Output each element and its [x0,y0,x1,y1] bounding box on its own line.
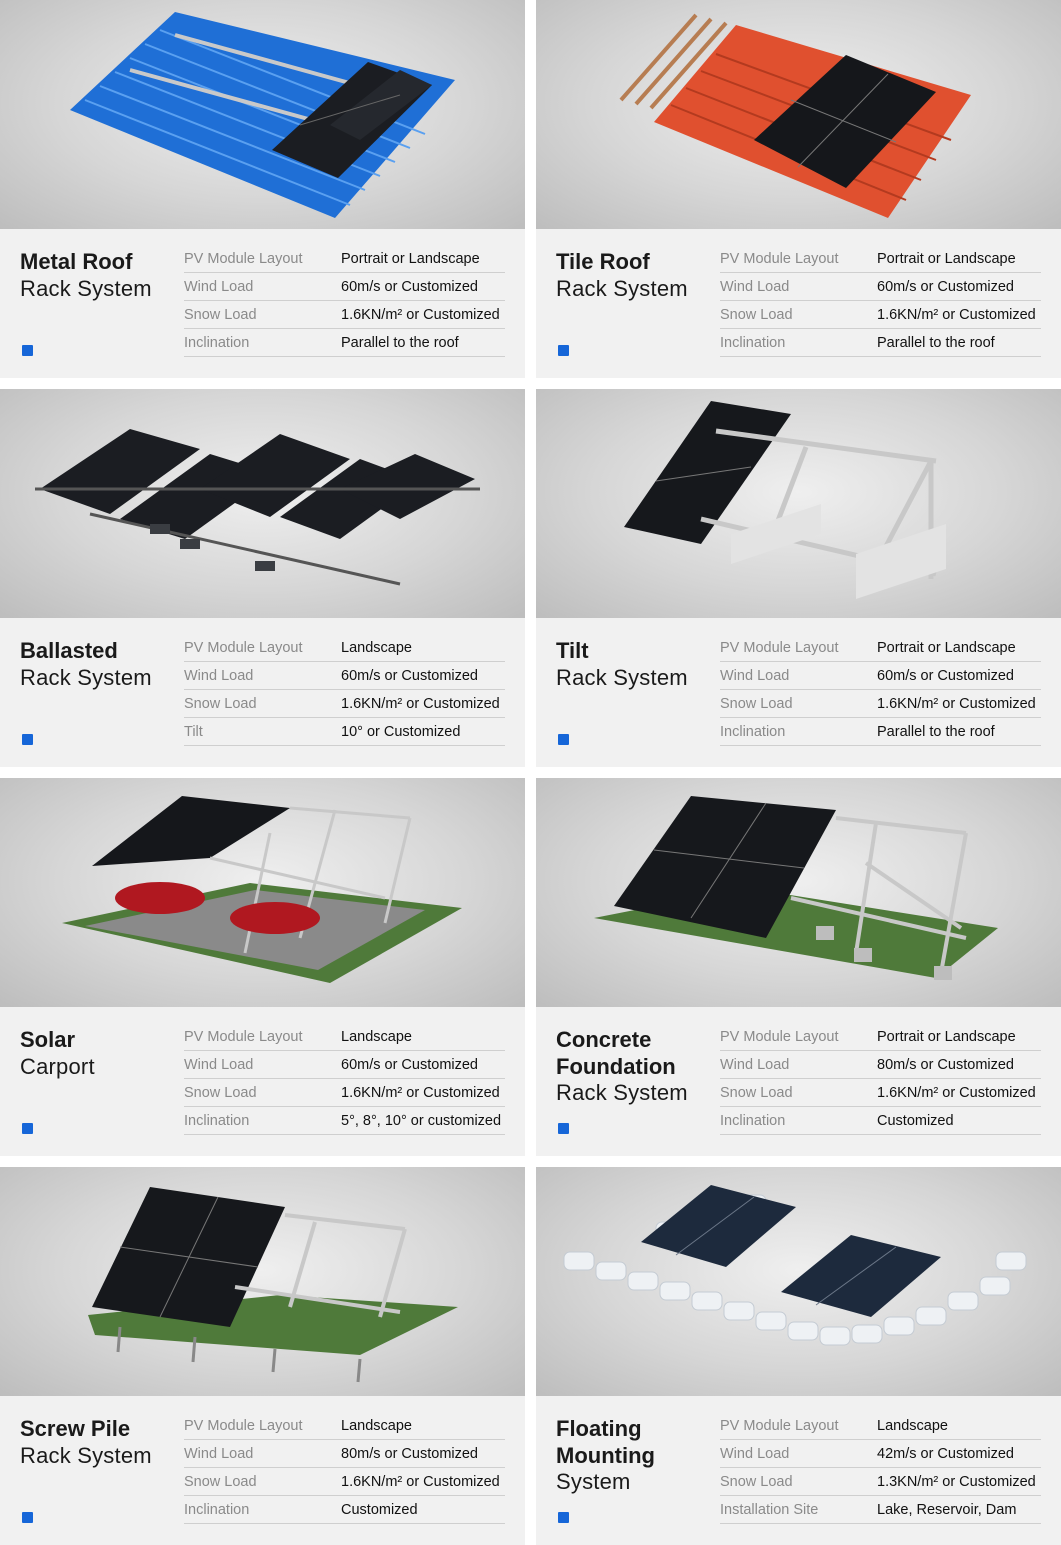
card-info: Concrete Foundation Rack System PV Modul… [536,1007,1061,1156]
metal-roof-solar-photo [0,0,525,229]
card-title: Tile Roof Rack System [556,249,688,301]
card-title: Solar Carport [20,1027,95,1079]
blue-square-icon [558,1512,569,1523]
ballasted-rack-photo [0,389,525,618]
blue-square-icon [558,345,569,356]
card-concrete-foundation[interactable]: Concrete Foundation Rack System PV Modul… [536,778,1061,1156]
card-title: Ballasted Rack System [20,638,152,690]
card-title: Tilt Rack System [556,638,688,690]
blue-square-icon [22,1123,33,1134]
blue-square-icon [558,1123,569,1134]
concrete-foundation-photo [536,778,1061,1007]
blue-square-icon [22,734,33,745]
tilt-rack-photo [536,389,1061,618]
blue-square-icon [22,345,33,356]
blue-square-icon [22,1512,33,1523]
card-title: Floating Mounting System [556,1416,655,1494]
card-floating-mounting[interactable]: Floating Mounting System PV Module Layou… [536,1167,1061,1545]
solar-carport-photo [0,778,525,1007]
blue-square-icon [558,734,569,745]
card-info: Floating Mounting System PV Module Layou… [536,1396,1061,1545]
floating-mount-photo [536,1167,1061,1396]
screw-pile-photo [0,1167,525,1396]
card-title: Concrete Foundation Rack System [556,1027,688,1105]
card-title: Metal Roof Rack System [20,249,152,301]
card-title: Screw Pile Rack System [20,1416,152,1468]
tile-roof-solar-photo [536,0,1061,229]
